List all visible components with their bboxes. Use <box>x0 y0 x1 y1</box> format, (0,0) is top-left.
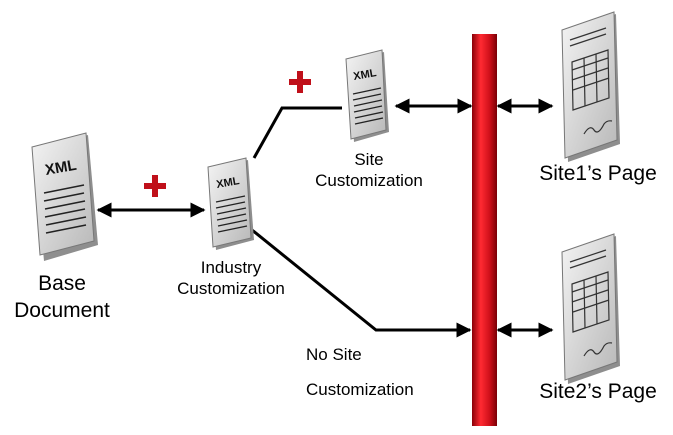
base-document-label-line2: Document <box>14 299 110 322</box>
form-page-icon <box>561 11 620 162</box>
industry-to-bar-arrow <box>251 228 472 338</box>
site-customization-label-line2: Customization <box>315 171 423 190</box>
no-site-label-line2: Customization <box>306 380 414 399</box>
plus-icon <box>144 175 166 197</box>
base-xml-tag: XML <box>44 157 78 179</box>
xml-document-icon: XML <box>207 157 254 250</box>
integration-bar <box>472 34 497 426</box>
site2-page-label: Site2’s Page <box>539 380 657 403</box>
form-page-icon <box>561 233 620 384</box>
industry-xml-tag: XML <box>215 175 240 191</box>
xml-document-icon: XML <box>31 132 98 261</box>
base-document-label-line1: Base <box>38 272 86 295</box>
site1-page-label: Site1’s Page <box>539 162 657 185</box>
base-document-label: Base Document <box>0 270 124 324</box>
site-xml-tag: XML <box>352 67 377 83</box>
industry-customization-label-line1: Industry <box>200 258 262 277</box>
industry-customization-label: Industry Customization <box>160 257 302 299</box>
no-site-label-line1: No Site <box>306 345 362 364</box>
site-customization-label: Site Customization <box>297 149 441 191</box>
industry-customization-label-line2: Customization <box>177 279 285 298</box>
industry-to-site-line <box>252 106 342 159</box>
no-site-customization-label: No Site Customization <box>306 344 456 400</box>
plus-icon <box>289 71 311 93</box>
site-customization-label-line1: Site <box>354 150 384 169</box>
xml-document-icon: XML <box>345 49 389 142</box>
